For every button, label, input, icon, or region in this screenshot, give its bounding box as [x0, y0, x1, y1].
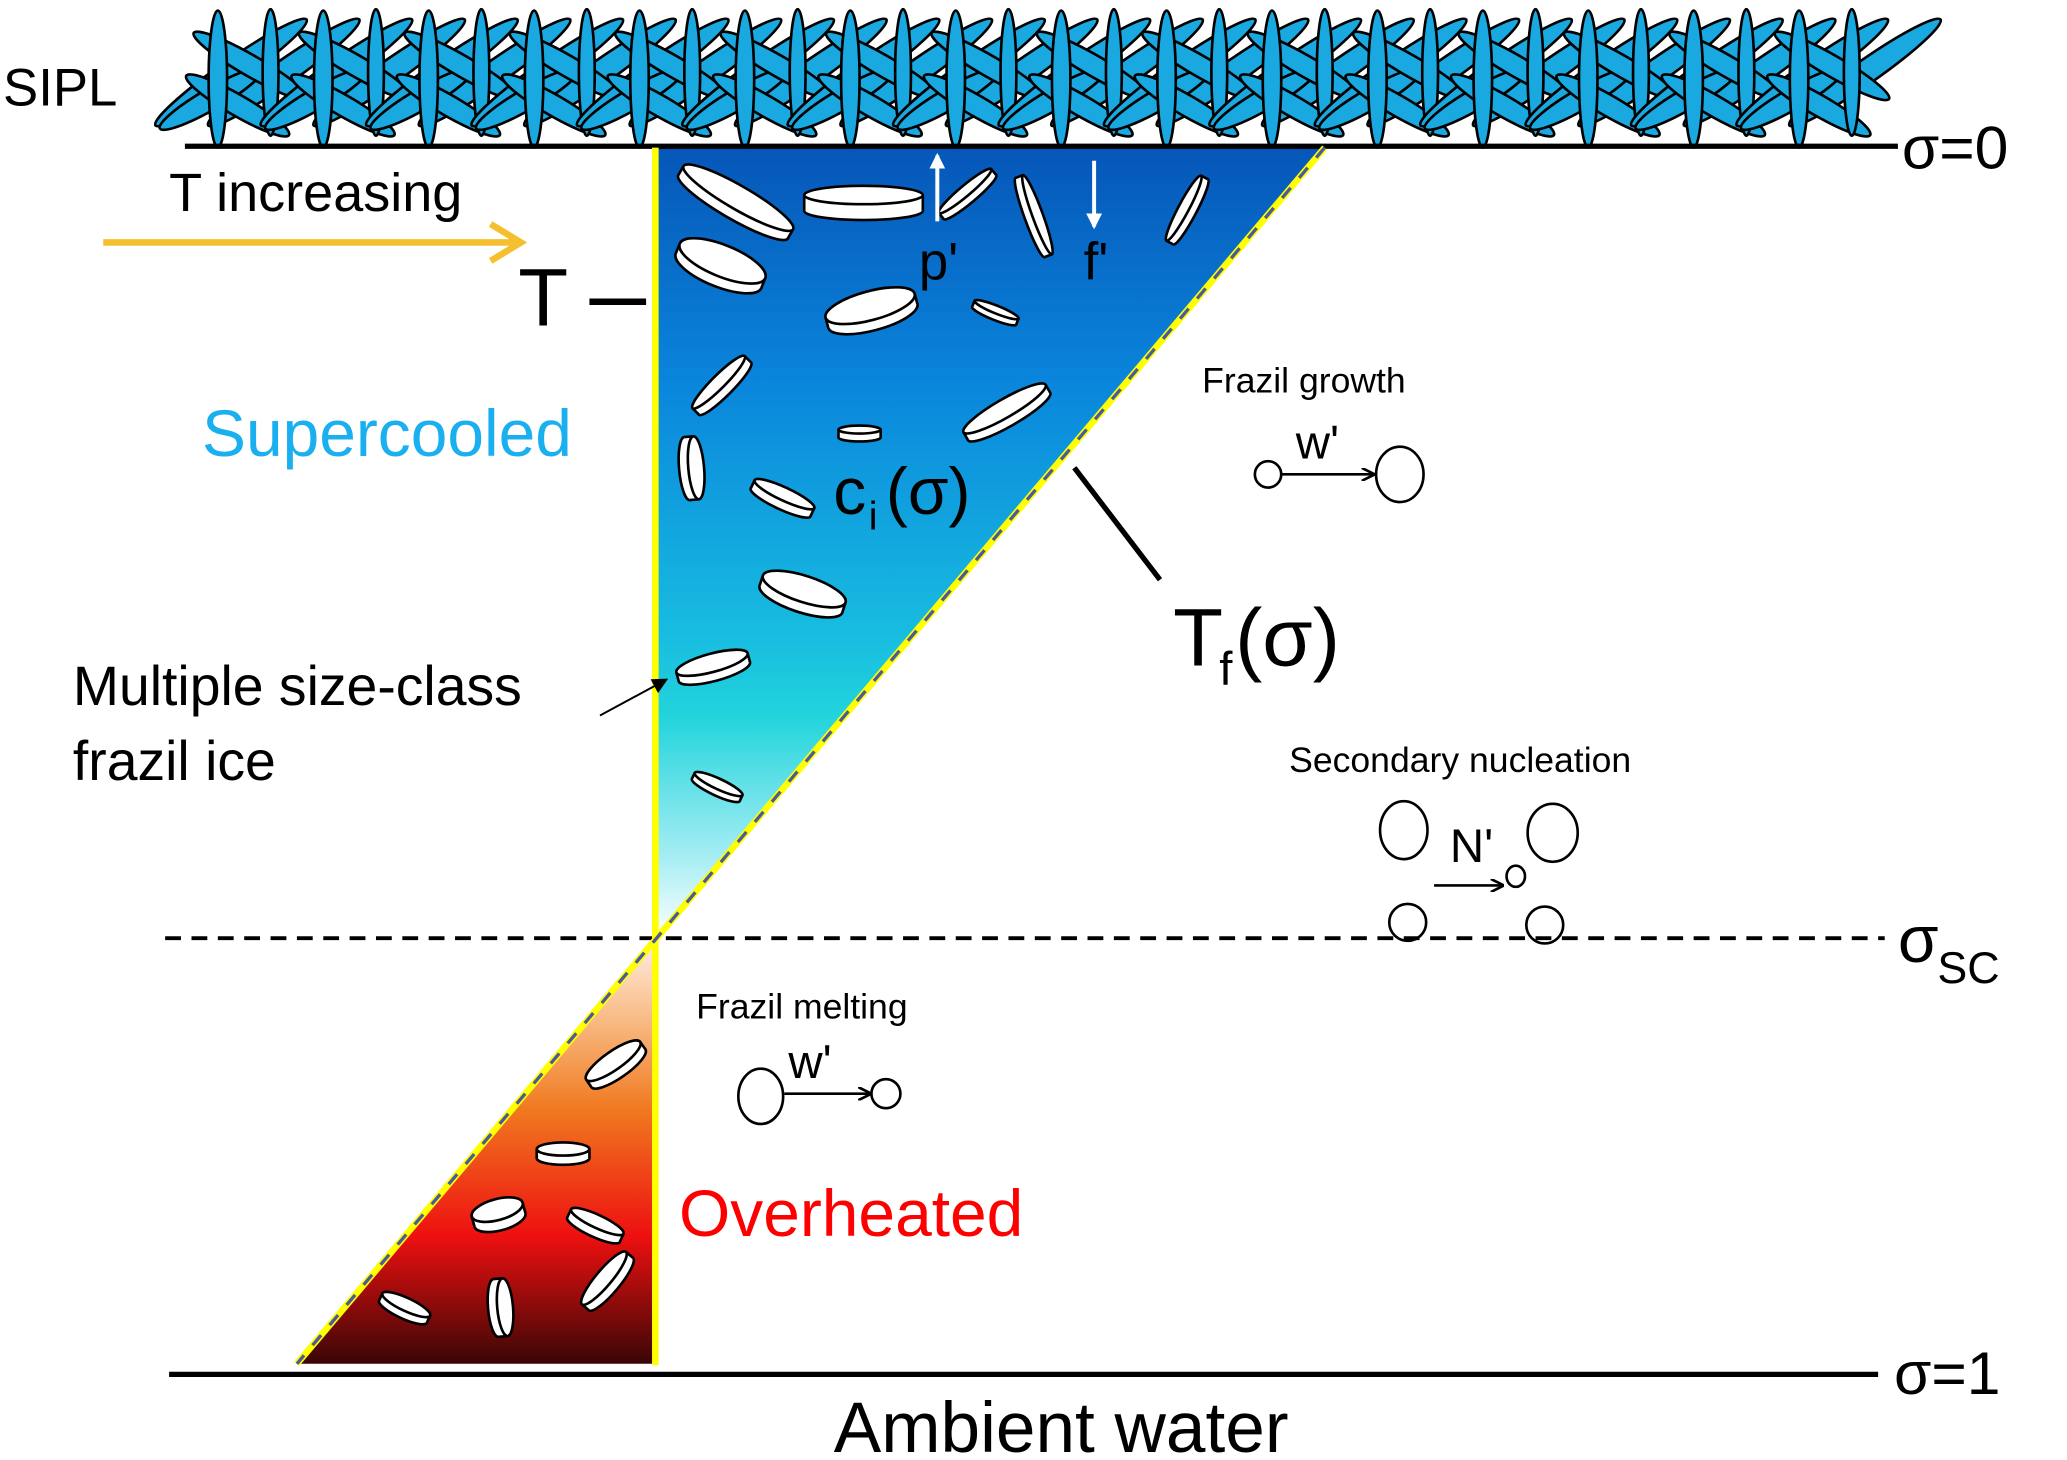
frazil-ice-label: frazil ice	[73, 730, 276, 792]
frazil-disc-icon	[674, 648, 752, 687]
frazil-disc-icon	[749, 477, 816, 519]
multiple-size-class-leader	[599, 678, 669, 717]
ci-arg: (σ)	[886, 454, 971, 528]
tf-sigma-label: T f (σ)	[1173, 592, 1340, 696]
p-prime-label: p'	[919, 232, 958, 291]
sigma-zero-label: σ=0	[1902, 114, 2009, 182]
ice-crystal-icon	[418, 9, 440, 149]
sigma-one-label: σ=1	[1894, 1339, 2001, 1407]
ice-crystal-icon	[1104, 7, 1124, 138]
secondary-nucleation-label: Secondary nucleation	[1289, 740, 1631, 780]
ice-crystal-icon	[1737, 7, 1756, 138]
ci-sub: i	[869, 495, 878, 539]
frazil-disc-icon	[1013, 173, 1055, 259]
ice-crystal-icon	[788, 7, 807, 138]
ice-crystal-icon	[261, 7, 280, 138]
ice-crystal-icon	[1420, 7, 1440, 138]
frazil-disc-icon	[824, 285, 919, 336]
growth-w-label: w'	[1295, 417, 1339, 470]
ice-crystal-icon	[1788, 9, 1810, 149]
frazil-disc-icon	[690, 354, 753, 417]
frazil-disc-icon	[677, 434, 706, 502]
frazil-disc-icon	[486, 1276, 515, 1339]
ice-crystal-icon	[207, 9, 229, 149]
frazil-melting-icon	[737, 1067, 902, 1126]
ice-crystal-icon	[1210, 7, 1229, 138]
ice-crystal-icon	[1472, 9, 1494, 149]
ice-crystal-icon	[945, 9, 967, 149]
ice-crystal-icon	[312, 9, 334, 149]
frazil-disc-icon	[937, 167, 998, 221]
frazil-disc-icon	[676, 163, 795, 242]
sipl-label: SIPL	[3, 58, 117, 117]
freezing-temperature-line-dash	[295, 146, 1326, 1365]
ice-crystal-icon	[1315, 7, 1334, 138]
sigma-sc-main: σ	[1898, 902, 1939, 976]
frazil-disc-icon	[565, 1206, 626, 1245]
ice-crystal-icon	[1577, 9, 1599, 149]
ci-sigma-label: c i (σ)	[833, 454, 970, 539]
nucleation-n-label: N'	[1450, 820, 1493, 873]
tf-arg: (σ)	[1235, 592, 1340, 683]
frazil-growth-label: Frazil growth	[1202, 361, 1406, 401]
ice-crystal-icon	[1683, 9, 1705, 149]
tf-sub: f	[1219, 643, 1233, 696]
frazil-disc-icon	[579, 1250, 636, 1313]
frazil-disc-icon	[377, 1290, 432, 1326]
sigma-sc-label: σ SC	[1898, 902, 2000, 993]
ice-crystal-icon	[682, 7, 702, 138]
multiple-size-class-label: Multiple size-class	[73, 655, 522, 717]
frazil-disc-icon	[584, 1039, 648, 1090]
secondary-nucleation-icon	[1378, 799, 1580, 945]
ice-crystal-icon	[1526, 7, 1545, 138]
ci-main: c	[833, 454, 866, 528]
frazil-disc-icon	[970, 298, 1020, 327]
ice-crystal-icon	[1631, 7, 1651, 138]
ice-crystal-icon	[734, 9, 756, 149]
ice-crystal-icon	[839, 9, 861, 149]
frazil-disc-icon	[961, 382, 1052, 443]
tf-main: T	[1173, 592, 1223, 683]
ice-crystal-icon	[1050, 9, 1072, 149]
ice-crystal-icon	[628, 9, 651, 149]
ice-crystal-icon	[577, 7, 597, 138]
ice-crystal-icon	[893, 7, 913, 138]
frazil-disc-icon	[674, 236, 768, 295]
t-increasing-arrowhead	[488, 221, 528, 264]
frazil-disc-icon	[1164, 174, 1210, 246]
ice-crystal-icon	[1366, 9, 1388, 149]
frazil-disc-icon	[802, 184, 925, 222]
overheated-label: Overheated	[679, 1176, 1023, 1250]
sipl-crystal-layer	[153, 7, 1943, 149]
ice-crystal-icon	[1261, 9, 1283, 149]
ice-crystal-icon	[366, 7, 386, 138]
ice-crystal-icon	[1842, 7, 1862, 138]
t-label: T	[518, 252, 568, 343]
ambient-water-label: Ambient water	[834, 1389, 1289, 1460]
ice-crystal-icon	[523, 9, 545, 149]
f-prime-label: f'	[1084, 232, 1109, 291]
frazil-discs	[377, 163, 1210, 1339]
frazil-melting-label: Frazil melting	[696, 987, 907, 1027]
supercooled-label: Supercooled	[202, 396, 572, 470]
tf-leader	[1072, 466, 1163, 582]
ice-crystal-icon	[472, 7, 491, 138]
frazil-disc-icon	[535, 1141, 591, 1167]
frazil-disc-icon	[837, 424, 882, 443]
ice-crystal-icon	[1156, 9, 1178, 149]
ice-crystal-icon	[999, 7, 1018, 138]
melting-w-label: w'	[787, 1036, 831, 1089]
t-increasing-label: T increasing	[169, 163, 462, 223]
frazil-disc-icon	[470, 1196, 527, 1234]
frazil-disc-icon	[690, 770, 744, 804]
frazil-disc-icon	[758, 569, 848, 619]
frazil-growth-icon	[1253, 445, 1425, 504]
sigma-sc-sub: SC	[1937, 943, 1999, 993]
